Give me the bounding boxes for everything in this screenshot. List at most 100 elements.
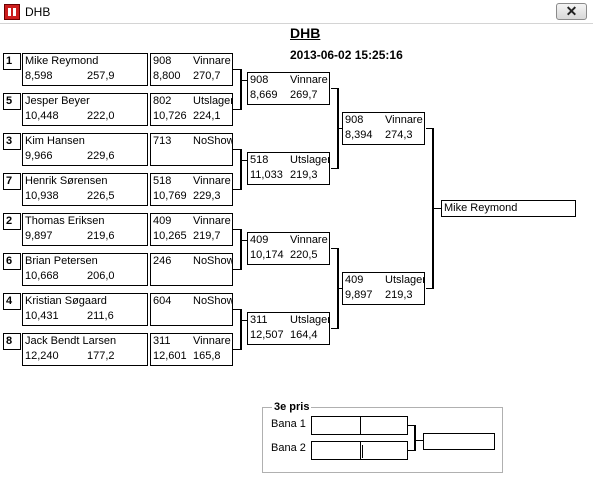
seed-number: 3 <box>3 133 21 150</box>
semifinal-match-lane: 908 <box>342 112 384 129</box>
semifinal-match-speed: 274,3 <box>383 128 425 145</box>
round2-match-result: Utslagen <box>288 152 330 169</box>
racer-time: 12,240 <box>22 349 86 366</box>
bracket-line <box>426 288 433 289</box>
round2-match-speed: 220,5 <box>288 248 330 265</box>
racer-speed: 206,0 <box>85 269 148 286</box>
round1-match-lane: 713 <box>150 133 192 150</box>
text-caret <box>362 445 363 458</box>
app-icon <box>4 4 20 20</box>
racer-name[interactable]: Henrik Sørensen <box>22 173 148 190</box>
racer-time: 10,431 <box>22 309 86 326</box>
racer-speed: 257,9 <box>85 69 148 86</box>
window-title: DHB <box>25 5 51 19</box>
round2-match-speed: 269,7 <box>288 88 330 105</box>
semifinal-match-time: 8,394 <box>342 128 384 145</box>
round1-match-result: Vinnare <box>191 213 233 230</box>
racer-name[interactable]: Jesper Beyer <box>22 93 148 110</box>
round2-match-result: Vinnare <box>288 232 330 249</box>
bracket-line <box>433 208 442 209</box>
racer-name[interactable]: Kristian Søgaard <box>22 293 148 310</box>
bracket-line <box>233 109 241 110</box>
racer-time: 10,668 <box>22 269 86 286</box>
page-title: DHB <box>290 25 321 41</box>
third-place-title: 3e pris <box>272 401 312 413</box>
racer-name[interactable]: Jack Bendt Larsen <box>22 333 148 350</box>
lane2-label: Bana 2 <box>271 442 306 454</box>
round1-match-lane: 518 <box>150 173 192 190</box>
round1-match-lane: 802 <box>150 93 192 110</box>
round1-match-time: 12,601 <box>150 349 192 366</box>
bracket-line <box>331 248 338 249</box>
round1-match-time: 10,769 <box>150 189 192 206</box>
round1-match-result: Utslagen <box>191 93 233 110</box>
racer-name[interactable]: Kim Hansen <box>22 133 148 150</box>
round1-match-speed <box>191 149 233 166</box>
round1-match-time <box>150 149 192 166</box>
bracket-line <box>426 128 433 129</box>
bracket-line <box>241 240 247 241</box>
close-button[interactable]: ✕ <box>556 3 587 20</box>
round1-match-result: Vinnare <box>191 53 233 70</box>
racer-time: 8,598 <box>22 69 86 86</box>
bracket-line <box>241 80 247 81</box>
racer-name[interactable]: Thomas Eriksen <box>22 213 148 230</box>
bracket-line <box>338 288 343 289</box>
round2-match-speed: 164,4 <box>288 328 330 345</box>
semifinal-match-speed: 219,3 <box>383 288 425 305</box>
racer-time: 9,897 <box>22 229 86 246</box>
seed-number: 5 <box>3 93 21 110</box>
lane2-entry[interactable] <box>311 441 408 460</box>
seed-number: 8 <box>3 333 21 350</box>
seed-number: 2 <box>3 213 21 230</box>
round1-match-result: NoShow <box>191 293 233 310</box>
round2-match-speed: 219,3 <box>288 168 330 185</box>
racer-speed: 177,2 <box>85 349 148 366</box>
round1-match-result: Vinnare <box>191 333 233 350</box>
round1-match-speed <box>191 269 233 286</box>
round2-match-lane: 311 <box>247 312 289 329</box>
semifinal-match-time: 9,897 <box>342 288 384 305</box>
third-place-winner[interactable] <box>423 433 495 450</box>
bracket-line <box>331 168 338 169</box>
bracket-line <box>240 69 242 110</box>
semifinal-match-result: Utslagen <box>383 272 425 289</box>
racer-speed: 219,6 <box>85 229 148 246</box>
bracket-line <box>331 88 338 89</box>
round1-match-speed: 165,8 <box>191 349 233 366</box>
round1-match-time: 10,726 <box>150 109 192 126</box>
round1-match-speed: 229,3 <box>191 189 233 206</box>
racer-name[interactable]: Mike Reymond <box>22 53 148 70</box>
round1-match-lane: 908 <box>150 53 192 70</box>
round2-match-lane: 409 <box>247 232 289 249</box>
round1-match-speed: 219,7 <box>191 229 233 246</box>
bracket-line <box>233 69 241 70</box>
round1-match-result: NoShow <box>191 253 233 270</box>
bracket-line <box>241 160 247 161</box>
racer-time: 10,448 <box>22 109 86 126</box>
round1-match-lane: 246 <box>150 253 192 270</box>
third-place-group <box>262 407 503 473</box>
bracket-line <box>338 128 343 129</box>
racer-time: 9,966 <box>22 149 86 166</box>
round1-match-speed: 270,7 <box>191 69 233 86</box>
round1-match-result: NoShow <box>191 133 233 150</box>
round1-match-lane: 311 <box>150 333 192 350</box>
bracket-line <box>241 320 247 321</box>
semifinal-match-result: Vinnare <box>383 112 425 129</box>
bracket-line <box>240 149 242 190</box>
bracket-line <box>240 229 242 270</box>
bracket-line <box>233 309 241 310</box>
round2-match-time: 8,669 <box>247 88 289 105</box>
semifinal-match-lane: 409 <box>342 272 384 289</box>
round1-match-time <box>150 309 192 326</box>
racer-speed: 211,6 <box>85 309 148 326</box>
round1-match-time <box>150 269 192 286</box>
racer-speed: 229,6 <box>85 149 148 166</box>
racer-name[interactable]: Brian Petersen <box>22 253 148 270</box>
round1-match-time: 10,265 <box>150 229 192 246</box>
lane1-entry[interactable] <box>311 416 408 435</box>
seed-number: 6 <box>3 253 21 270</box>
racer-speed: 222,0 <box>85 109 148 126</box>
bracket-line <box>240 309 242 350</box>
